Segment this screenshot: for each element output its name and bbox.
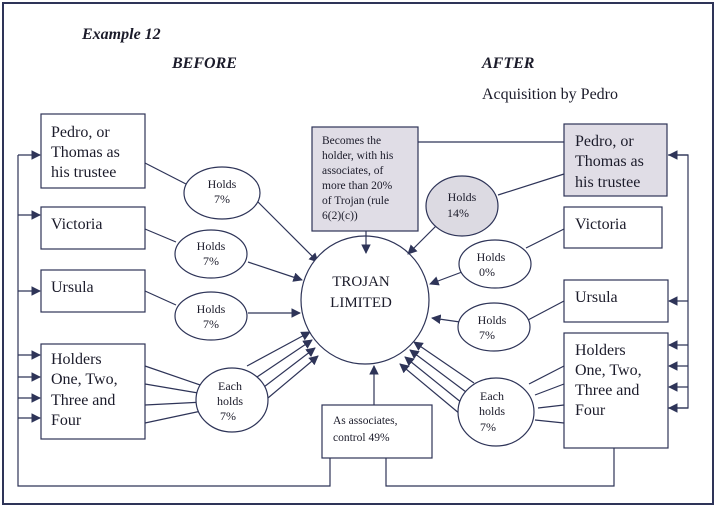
- before-victoria-holds-oval: Holds 7%: [174, 229, 248, 279]
- after-ursula-box: Ursula: [563, 279, 669, 323]
- before-associates-bracket: [17, 150, 331, 487]
- after-heading: AFTER: [481, 55, 535, 72]
- svg-text:7%: 7%: [203, 254, 219, 268]
- svg-text:7%: 7%: [203, 317, 219, 331]
- svg-text:Holds: Holds: [477, 250, 506, 264]
- trojan-limited-circle: TROJAN LIMITED: [300, 235, 430, 365]
- svg-text:Each: Each: [218, 379, 242, 393]
- after-pedro-holds-oval: Holds 14%: [425, 175, 499, 237]
- svg-text:of Trojan (rule: of Trojan (rule: [322, 195, 389, 207]
- svg-text:One, Two,: One, Two,: [51, 371, 118, 388]
- before-connectors: [144, 162, 319, 424]
- before-pedro-holds-oval: Holds 7%: [183, 166, 261, 220]
- svg-text:Holders: Holders: [51, 351, 102, 368]
- svg-text:0%: 0%: [479, 265, 495, 279]
- svg-text:Pedro, or: Pedro, or: [575, 133, 634, 150]
- example-title: Example 12: [81, 26, 161, 43]
- svg-text:Three and: Three and: [575, 382, 639, 399]
- svg-text:his trustee: his trustee: [51, 164, 116, 181]
- svg-text:Holds: Holds: [478, 313, 507, 327]
- svg-text:his trustee: his trustee: [575, 174, 640, 191]
- svg-text:holder, with his: holder, with his: [322, 150, 394, 162]
- svg-text:Thomas as: Thomas as: [575, 153, 644, 170]
- svg-text:LIMITED: LIMITED: [330, 295, 392, 311]
- svg-text:more than 20%: more than 20%: [322, 180, 393, 192]
- after-subtitle: Acquisition by Pedro: [482, 86, 618, 103]
- associates-box: As associates, control 49%: [321, 404, 433, 459]
- before-each-holds-oval: Each holds 7%: [195, 367, 269, 433]
- before-victoria-box: Victoria: [40, 206, 146, 250]
- after-victoria-holds-oval: Holds 0%: [458, 239, 532, 289]
- svg-text:Four: Four: [51, 412, 82, 429]
- outer-border: [2, 2, 714, 505]
- svg-text:associates, of: associates, of: [322, 165, 383, 177]
- svg-text:Holds: Holds: [197, 302, 226, 316]
- svg-text:Thomas as: Thomas as: [51, 144, 120, 161]
- before-heading: BEFORE: [171, 55, 237, 72]
- svg-text:Holds: Holds: [448, 190, 477, 204]
- svg-text:Holders: Holders: [575, 342, 626, 359]
- before-holders-box: Holders One, Two, Three and Four: [40, 343, 146, 440]
- svg-text:Victoria: Victoria: [51, 216, 102, 233]
- svg-text:Becomes the: Becomes the: [322, 135, 381, 147]
- svg-text:Pedro, or: Pedro, or: [51, 124, 110, 141]
- svg-text:6(2)(c)): 6(2)(c)): [322, 210, 358, 222]
- svg-text:Holds: Holds: [197, 239, 226, 253]
- after-pedro-box: Pedro, or Thomas as his trustee: [563, 123, 668, 197]
- after-ursula-holds-oval: Holds 7%: [457, 302, 531, 352]
- after-each-holds-oval: Each holds 7%: [457, 377, 535, 447]
- svg-text:One, Two,: One, Two,: [575, 362, 642, 379]
- after-holders-box: Holders One, Two, Three and Four: [563, 332, 669, 449]
- svg-text:TROJAN: TROJAN: [332, 274, 390, 290]
- before-ursula-holds-oval: Holds 7%: [174, 291, 248, 341]
- after-associates-bracket: [385, 150, 689, 487]
- after-victoria-box: Victoria: [563, 206, 663, 249]
- svg-text:7%: 7%: [220, 409, 236, 423]
- svg-text:Victoria: Victoria: [575, 216, 626, 233]
- svg-text:Four: Four: [575, 402, 606, 419]
- svg-text:7%: 7%: [479, 328, 495, 342]
- before-ursula-box: Ursula: [40, 269, 146, 313]
- svg-text:14%: 14%: [447, 206, 469, 220]
- rule-note-box: Becomes the holder, with his associates,…: [311, 126, 419, 232]
- svg-text:control 49%: control 49%: [333, 432, 390, 444]
- svg-text:7%: 7%: [214, 192, 230, 206]
- before-pedro-box: Pedro, or Thomas as his trustee: [40, 113, 146, 189]
- svg-text:Three and: Three and: [51, 392, 115, 409]
- svg-text:7%: 7%: [480, 420, 496, 434]
- svg-text:Ursula: Ursula: [51, 279, 94, 296]
- svg-text:Each: Each: [480, 389, 504, 403]
- svg-text:holds: holds: [217, 394, 243, 408]
- after-connectors: [399, 173, 565, 424]
- svg-text:holds: holds: [479, 404, 505, 418]
- svg-text:As associates,: As associates,: [333, 415, 398, 427]
- svg-text:Ursula: Ursula: [575, 289, 618, 306]
- svg-text:Holds: Holds: [208, 177, 237, 191]
